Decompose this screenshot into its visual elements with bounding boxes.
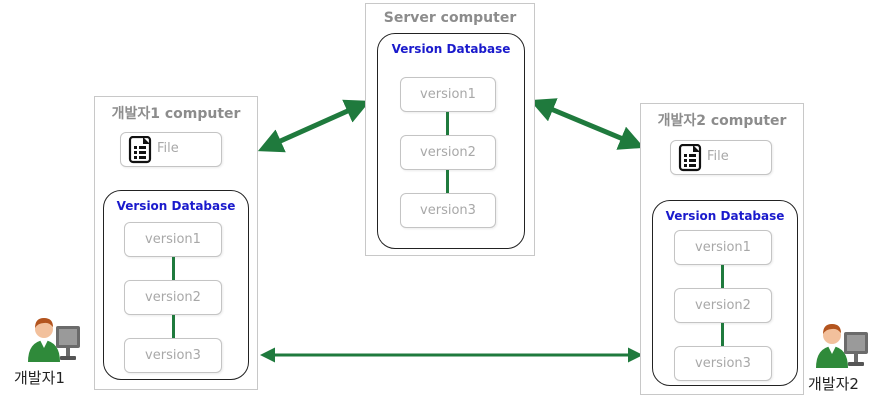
server-version-link-1 [446,112,449,135]
dev1-computer: 개발자1 computer File Version Database vers… [94,96,258,390]
server-version-box-2: version2 [400,135,496,170]
server-version-box-3: version3 [400,193,496,228]
developer-at-computer-icon [816,324,868,368]
file-document-icon [128,135,154,168]
dev2-version-database: Version Database version1 version2 versi… [652,200,798,386]
server-computer: Server computer Version Database version… [365,3,535,256]
dev1-db-title: Version Database [116,199,236,213]
dev1-file-box: File [120,132,222,167]
dev2-person: 개발자2 [806,318,886,400]
dev1-version-box-1: version1 [124,222,222,257]
dev2-version-box-3: version3 [674,346,772,381]
dev2-person-label: 개발자2 [808,375,859,393]
dev2-db-title: Version Database [665,209,785,223]
dev2-version-box-1: version1 [674,230,772,265]
server-db-title: Version Database [391,42,511,56]
sync-arrow-dev1-server [257,99,371,153]
server-version-database: Version Database version1 version2 versi… [377,33,525,249]
dev2-file-label: File [707,149,729,164]
dev2-computer-title: 개발자2 computer [657,113,787,129]
dev2-file-box: File [670,140,772,175]
dev1-file-label: File [157,141,179,156]
dev1-person: 개발자1 [14,312,94,392]
dev1-computer-title: 개발자1 computer [111,106,241,122]
dev1-version-link-1 [172,257,175,280]
dev1-version-link-2 [172,315,175,338]
dev1-version-box-3: version3 [124,338,222,373]
dev1-version-box-2: version2 [124,280,222,315]
developer-at-computer-icon [28,318,80,362]
sync-arrow-server-dev2 [529,98,645,150]
file-document-icon [678,143,704,176]
dev1-person-label: 개발자1 [14,369,65,387]
dev2-version-box-2: version2 [674,288,772,323]
server-version-link-2 [446,170,449,193]
dev2-computer: 개발자2 computer File Version Database vers… [640,103,804,395]
server-computer-title: Server computer [383,10,517,26]
dev2-version-link-1 [721,265,724,288]
server-version-box-1: version1 [400,77,496,112]
dev1-version-database: Version Database version1 version2 versi… [103,190,249,380]
dev2-version-link-2 [721,323,724,346]
